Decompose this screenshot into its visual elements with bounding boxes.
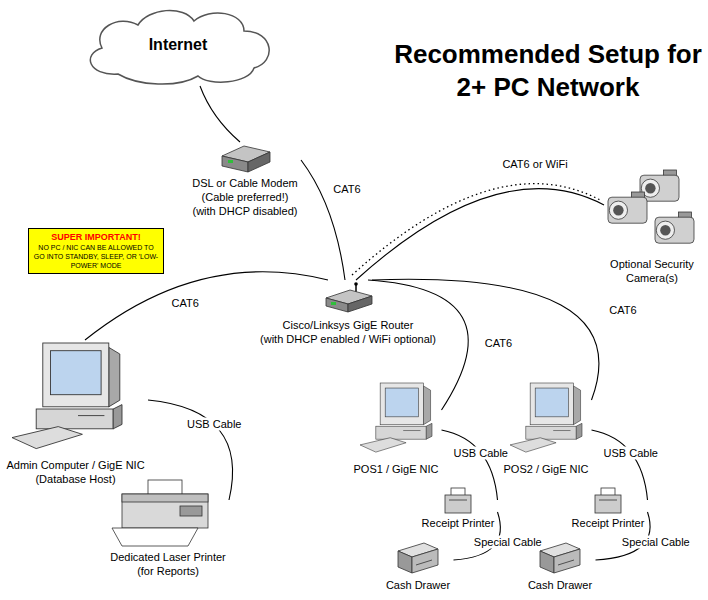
device-label: Admin Computer / GigE NIC	[3, 458, 148, 472]
cable-label: Special Cable	[472, 536, 544, 549]
network-cable	[301, 160, 345, 280]
admin-computer-icon	[12, 343, 122, 449]
device-label: (for Reports)	[107, 564, 229, 578]
admin-computer-icon	[12, 343, 122, 449]
device-label: Optional Security Camera(s)	[604, 257, 700, 285]
icon-space	[189, 142, 301, 176]
laser-printer-icon	[180, 506, 202, 516]
modem-icon	[222, 156, 248, 172]
cable-label: USB Cable	[602, 446, 660, 459]
device-label: Receipt Printer	[569, 516, 648, 530]
icon-space	[501, 380, 592, 462]
camera-group	[608, 192, 647, 223]
warning-text: SUPER IMPORTANT!	[33, 232, 159, 243]
laser-printer-icon	[122, 494, 208, 502]
icon-space	[569, 486, 648, 516]
device-label: Dedicated Laser Printer	[107, 550, 229, 564]
cable-label: USB Cable	[452, 446, 510, 459]
icon-space	[257, 280, 439, 318]
receipt-printer-icons	[445, 488, 621, 513]
device-node: DSL or Cable Modem(Cable preferred!)(wit…	[189, 142, 301, 218]
receipt-printer-icons	[595, 488, 621, 513]
modem-icon	[248, 152, 270, 172]
router-icon	[348, 296, 372, 312]
network-cable	[200, 86, 240, 142]
device-node: Receipt Printer	[569, 486, 648, 530]
cash-drawer-icons	[398, 543, 438, 573]
device-node: Admin Computer / GigE NIC(Database Host)	[3, 340, 148, 486]
cable-label: CAT6	[170, 297, 201, 310]
camera-group	[608, 170, 694, 243]
internet-cloud: Internet	[78, 4, 278, 86]
modem-icon	[228, 160, 233, 163]
laser-printer-icon	[112, 480, 208, 546]
wifi-dotted-line	[352, 184, 600, 275]
device-node: POS2 / GigE NIC	[501, 380, 592, 476]
device-node: Receipt Printer	[419, 486, 498, 530]
camera-group	[655, 212, 694, 243]
device-label: (Database Host)	[3, 472, 148, 486]
icon-space	[604, 165, 700, 257]
laser-printer-icon	[112, 528, 198, 546]
pos2-computer-icon	[510, 383, 582, 452]
icon-space	[351, 380, 442, 462]
cable-label: CAT6 or WiFi	[500, 158, 569, 171]
device-node: Cash Drawer	[383, 540, 454, 592]
icon-space	[107, 478, 229, 550]
network-cable	[356, 189, 604, 280]
pos2-computer-icon	[510, 383, 582, 452]
device-label: Cash Drawer	[525, 578, 596, 592]
device-node: Optional Security Camera(s)	[604, 165, 700, 285]
cable-label: CAT6	[607, 304, 638, 317]
cash-drawer-icons	[540, 543, 580, 573]
icon-space	[419, 486, 498, 516]
network-cable	[442, 430, 498, 500]
device-node: Dedicated Laser Printer(for Reports)	[107, 478, 229, 578]
device-label: (Cable preferred!)	[189, 190, 301, 204]
cable-label: USB Cable	[185, 418, 243, 431]
device-label: POS2 / GigE NIC	[501, 462, 592, 476]
router-icon	[326, 282, 372, 312]
modem-icon	[222, 146, 270, 172]
pos1-computer-icon	[360, 383, 432, 452]
router-icon	[354, 282, 358, 286]
icon-space	[383, 540, 454, 578]
cloud-label: Internet	[149, 35, 208, 55]
device-label: Receipt Printer	[419, 516, 498, 530]
device-label: (with DHCP enabled / WiFi optional)	[257, 332, 439, 346]
device-label: POS1 / GigE NIC	[351, 462, 442, 476]
device-node: POS1 / GigE NIC	[351, 380, 442, 476]
diagram-title: Recommended Setup for 2+ PC Network	[390, 38, 706, 104]
device-label: Cisco/Linksys GigE Router	[257, 318, 439, 332]
laser-printer-icon	[122, 494, 208, 528]
receipt-printer-icons	[445, 488, 471, 513]
device-label: (with DHCP disabled)	[189, 204, 301, 218]
router-icon	[331, 302, 336, 305]
cloud-outline	[90, 10, 269, 84]
cable-label: Special Cable	[620, 536, 692, 549]
cable-label: CAT6	[331, 182, 362, 195]
warning-box: SUPER IMPORTANT!NO PC / NIC CAN BE ALLOW…	[28, 228, 164, 274]
router-icon	[326, 298, 348, 312]
warning-text: NO PC / NIC CAN BE ALLOWED TO GO INTO ST…	[33, 243, 159, 270]
network-cable	[148, 400, 233, 500]
camera-group	[640, 170, 679, 201]
device-label: Cash Drawer	[383, 578, 454, 592]
cable-label: CAT6	[483, 336, 514, 349]
network-cable	[592, 430, 648, 500]
icon-space	[3, 340, 148, 458]
device-label: DSL or Cable Modem	[189, 176, 301, 190]
device-node: Cisco/Linksys GigE Router(with DHCP enab…	[257, 280, 439, 346]
pos1-computer-icon	[360, 383, 432, 452]
